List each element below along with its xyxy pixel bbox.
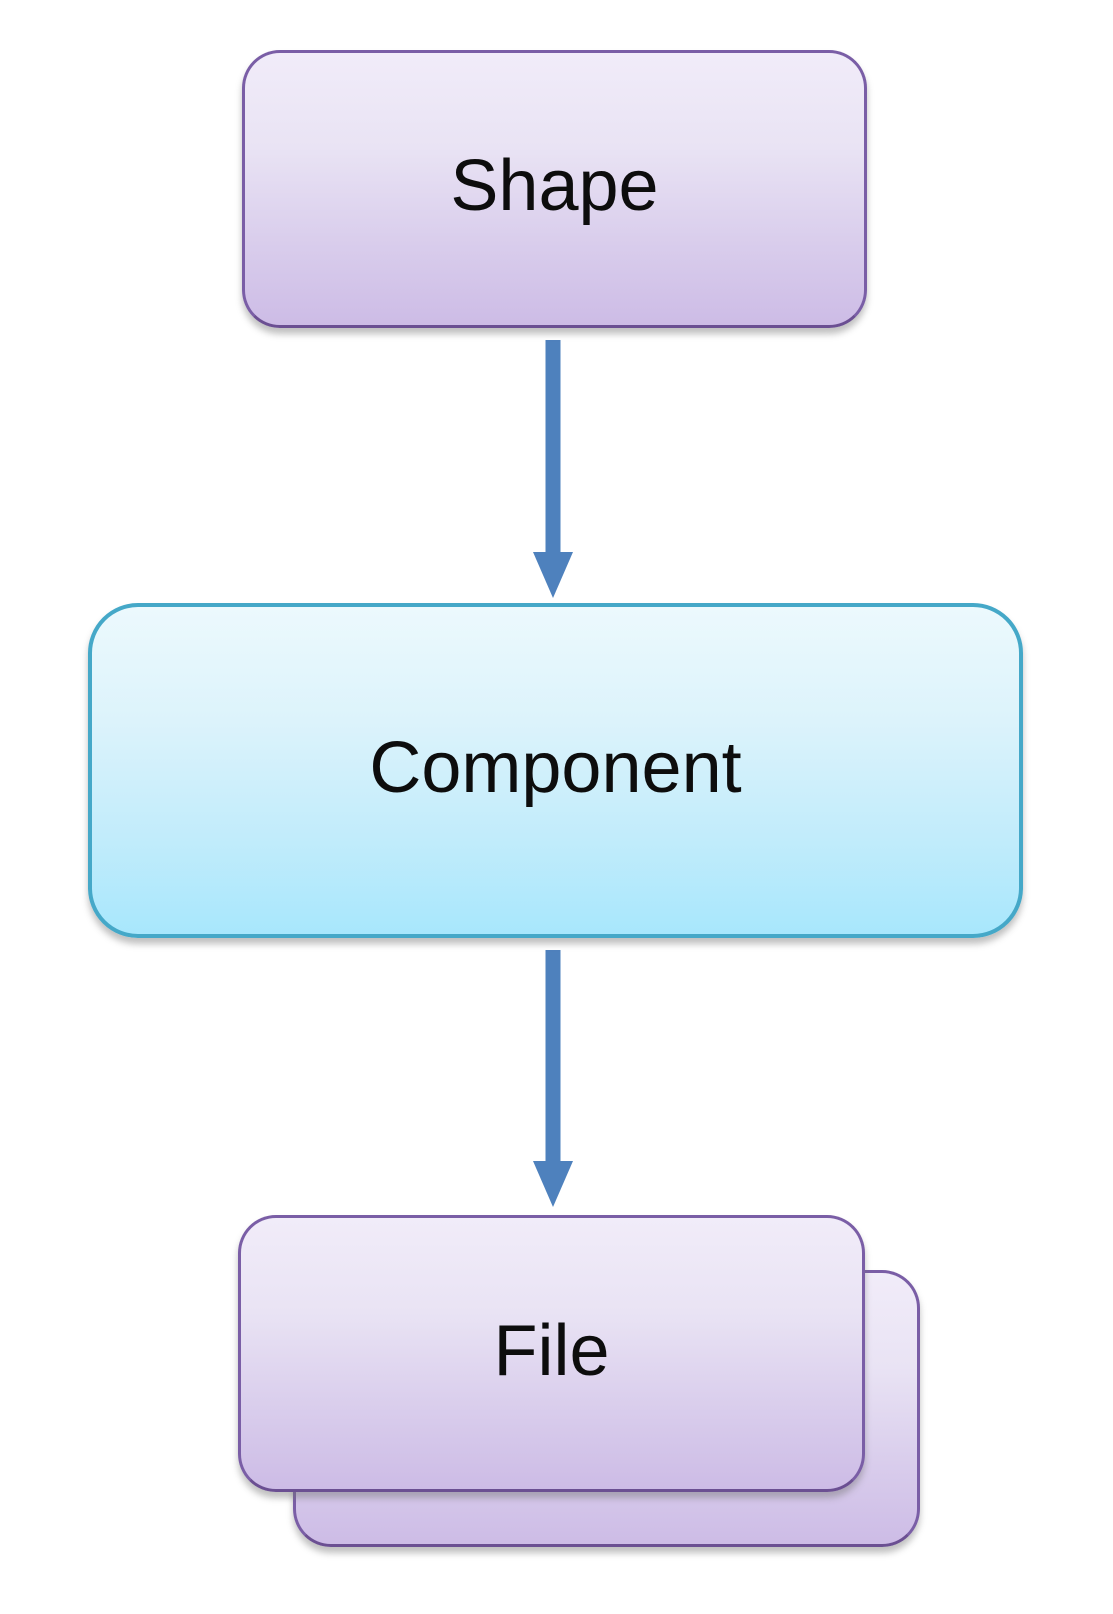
node-file-label: File: [493, 1310, 610, 1391]
arrow-shape-to-component-icon: [533, 340, 573, 598]
node-shape: Shape: [242, 50, 867, 328]
node-shape-label: Shape: [450, 146, 659, 226]
node-file: File: [238, 1215, 865, 1492]
node-component-label: Component: [369, 727, 742, 808]
node-component: Component: [88, 603, 1023, 938]
arrow-component-to-file-icon: [533, 950, 573, 1207]
